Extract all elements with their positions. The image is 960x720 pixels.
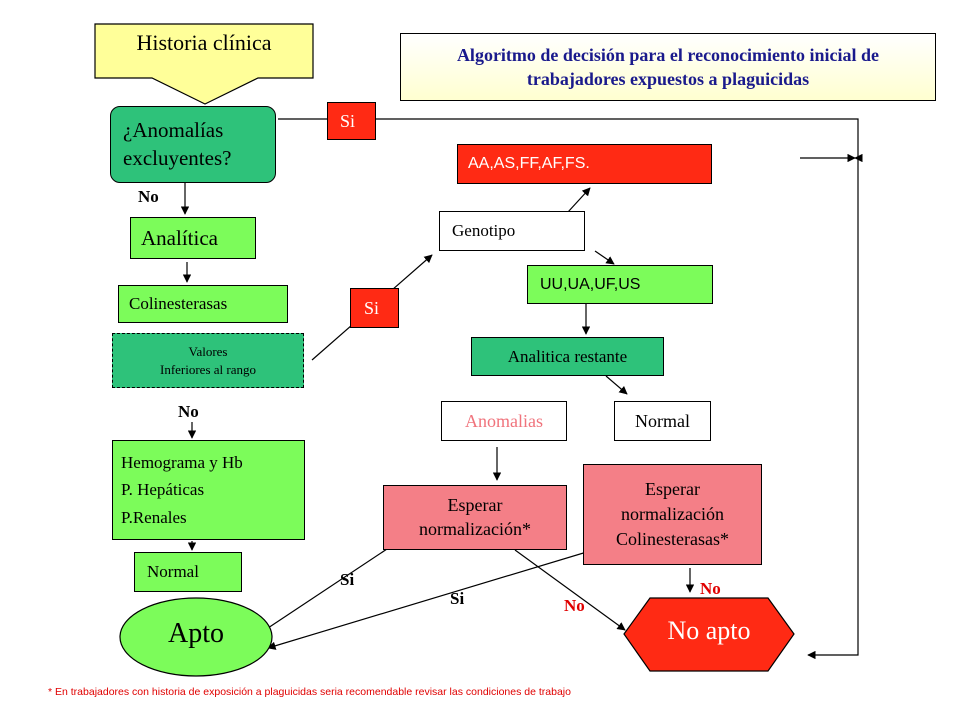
diagram-title: Algoritmo de decisión para el reconocimi… bbox=[456, 44, 880, 89]
no-apto-shape bbox=[623, 597, 795, 672]
hemograma-node: Hemograma y Hb P. Hepáticas P.Renales bbox=[112, 440, 305, 540]
si-apto-label-1: Si bbox=[340, 570, 355, 589]
normal-left-node: Normal bbox=[134, 552, 242, 592]
no-mid-label: No bbox=[564, 596, 585, 615]
si-mid-label: Si bbox=[350, 288, 399, 328]
anomalias-excluyentes-node: ¿Anomalías excluyentes? bbox=[110, 106, 276, 183]
esperar-colinesterasas-node: Esperar normalización Colinesterasas* bbox=[583, 464, 762, 565]
normal-mid-node: Normal bbox=[614, 401, 711, 441]
apto-shape bbox=[119, 597, 273, 677]
aa-genotype-group: AA,AS,FF,AF,FS. bbox=[457, 144, 712, 184]
footnote: * En trabajadores con historia de exposi… bbox=[48, 686, 571, 698]
apto-node: Apto bbox=[168, 618, 224, 649]
no-apto-node: No apto bbox=[667, 616, 751, 645]
analitica-node: Analítica bbox=[130, 217, 256, 259]
no-label-2: No bbox=[178, 402, 199, 421]
esperar-normalizacion-node: Esperar normalización* bbox=[383, 485, 567, 550]
diagram-title-box: Algoritmo de decisión para el reconocimi… bbox=[400, 33, 936, 101]
si-top-connector bbox=[278, 118, 859, 660]
analitica-restante-node: Analitica restante bbox=[471, 337, 664, 376]
historia-clinica-node: Historia clínica bbox=[136, 30, 272, 55]
genotipo-node: Genotipo bbox=[439, 211, 585, 251]
si-top-label: Si bbox=[327, 102, 376, 140]
no-right-label: No bbox=[700, 579, 721, 598]
historia-shape bbox=[94, 23, 314, 105]
si-apto-label-2: Si bbox=[450, 589, 465, 608]
colinesterasas-node: Colinesterasas bbox=[118, 285, 288, 323]
anomalias-node: Anomalias bbox=[441, 401, 567, 441]
uu-genotype-group: UU,UA,UF,US bbox=[527, 265, 713, 304]
valores-inferiores-node: Valores Inferiores al rango bbox=[112, 333, 304, 388]
no-label-1: No bbox=[138, 187, 159, 206]
